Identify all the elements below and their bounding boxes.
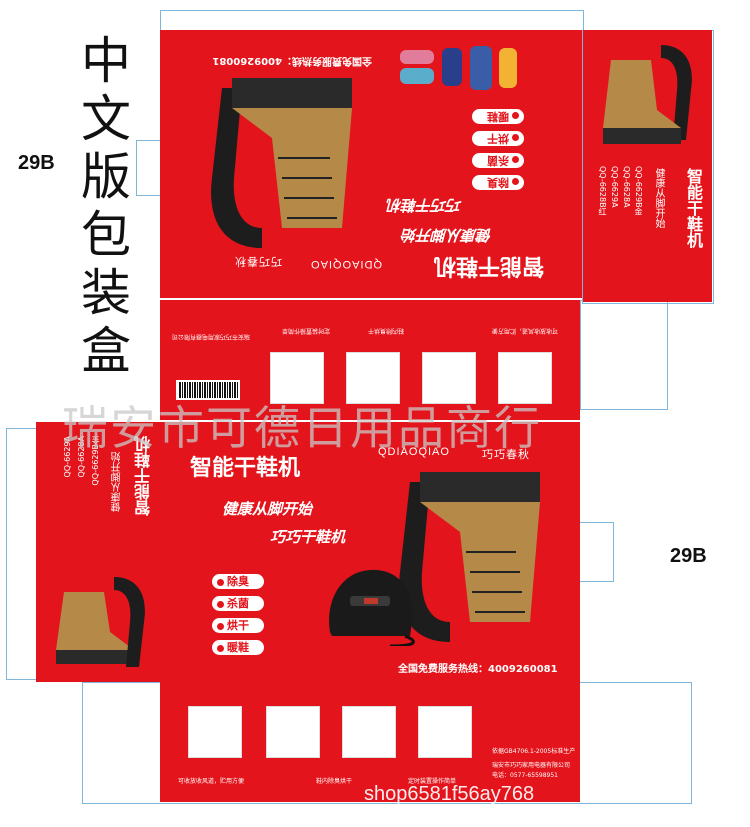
front-product-title: 智能干鞋机 (190, 456, 301, 481)
socks-gloves-illustration (400, 46, 517, 90)
front-hotline: 全国免费服务热线：4009260081 (398, 664, 558, 675)
boot-dryer-thumbnail-icon (603, 45, 692, 144)
right-side-text: 智能干鞋机 健康从脚开始 QQ-6629B金 QQ-6628A QQ-6629A… (589, 160, 709, 300)
feature-dot-icon (512, 156, 519, 164)
front-slogan-1: 健康从脚开始 (222, 500, 313, 518)
front-slogan-2: 巧巧干鞋机 (270, 528, 346, 546)
feature-dot-icon (512, 134, 519, 142)
dieline-left-ext (6, 428, 38, 680)
top-feature-0: 除臭 (472, 175, 524, 190)
bottom-thumb-1 (266, 706, 320, 758)
bottom-thumb-2 (342, 706, 396, 758)
middle-caption-2: 定时装置操作简单 (281, 327, 330, 334)
right-side-model-0: QQ-6629B金 (634, 166, 643, 216)
front-feature-3: 暖鞋 (212, 640, 264, 655)
front-feature-1: 杀菌 (212, 596, 264, 611)
bottom-thumb-0 (188, 706, 242, 758)
bottom-caption-0: 可收放收风道，贮用方便 (178, 778, 245, 785)
feature-dot-icon (217, 644, 224, 652)
top-panel-content: 智能干鞋机 QDIAOQIAO 巧巧春秋 健康从脚开始 巧巧干鞋机 除臭 杀菌 … (160, 30, 582, 298)
middle-company: 瑞安市巧巧家用电器有限公司 (171, 333, 250, 340)
shop-id: shop6581f56ay768 (364, 783, 535, 805)
left-side-slogan: 健康从脚开始 (112, 452, 123, 512)
middle-band: 可收放收风道，贮用方便 鞋内除臭烘干 定时装置操作简单 瑞安市巧巧家用电器有限公… (160, 300, 580, 420)
boot-dryer-illustration (211, 78, 352, 248)
watermark: 瑞安市可德日用品商行 (62, 401, 542, 455)
feature-dot-icon (217, 578, 224, 586)
top-brand: QDIAOQIAO (310, 258, 382, 270)
feature-dot-icon (217, 600, 224, 608)
top-panel: 智能干鞋机 QDIAOQIAO 巧巧春秋 健康从脚开始 巧巧干鞋机 除臭 杀菌 … (160, 30, 582, 298)
top-feature-2: 烘干 (472, 131, 524, 146)
front-brand: QDIAOQIAO (378, 446, 450, 458)
bottom-caption-2: 定时装置操作简单 (408, 778, 457, 785)
bottom-thumb-3 (418, 706, 472, 758)
bottom-panel: 依据GB4706.1-2005标准生产 瑞安市巧巧家用电器有限公司 电话：057… (160, 684, 580, 802)
feature-dot-icon (512, 178, 519, 186)
bottom-phone: 电话：0577-65598951 (492, 772, 558, 779)
right-side-panel: 智能干鞋机 健康从脚开始 QQ-6629B金 QQ-6628A QQ-6629A… (583, 30, 712, 302)
shoe-dryer-product (329, 569, 415, 646)
left-boot-dryer-icon (56, 577, 145, 667)
top-feature-1: 杀菌 (472, 153, 524, 168)
top-feature-3: 暖鞋 (472, 109, 524, 124)
feature-dot-icon (512, 112, 519, 120)
middle-caption-1: 鞋内除臭烘干 (367, 327, 404, 334)
right-side-model-3: QQ-6628B红 (598, 166, 607, 216)
right-side-title: 智能干鞋机 (684, 168, 703, 248)
dimension-label-right: 29B (670, 545, 707, 567)
boot-dryer-illustration (399, 472, 540, 642)
left-side-panel: 智能干鞋机 健康从脚开始 QQ-6629B金 QQ-6628A QQ-6629A (36, 422, 160, 682)
top-slogan-1: 健康从脚开始 (401, 226, 492, 244)
front-feature-2: 烘干 (212, 618, 264, 633)
front-brand-cn: 巧巧春秋 (482, 449, 530, 461)
dieline-top-flap (160, 10, 584, 32)
bottom-standard: 依据GB4706.1-2005标准生产 (492, 748, 576, 755)
annotation-title: 中文版包装盒 (81, 32, 131, 380)
front-panel: 智能干鞋机 QDIAOQIAO 巧巧春秋 健康从脚开始 巧巧干鞋机 除臭 杀菌 … (160, 422, 580, 684)
right-side-model-2: QQ-6629A (610, 166, 619, 208)
right-side-slogan: 健康从脚开始 (653, 168, 664, 228)
right-side-model-1: QQ-6628A (622, 166, 631, 208)
front-feature-0: 除臭 (212, 574, 264, 589)
feature-dot-icon (217, 622, 224, 630)
bottom-company: 瑞安市巧巧家用电器有限公司 (492, 762, 571, 769)
bottom-caption-1: 鞋内除臭烘干 (316, 778, 353, 785)
top-slogan-2: 巧巧干鞋机 (386, 196, 462, 214)
middle-caption-0: 可收放收风道，贮用方便 (491, 327, 558, 334)
top-product-title: 智能干鞋机 (433, 253, 544, 278)
dimension-label-left: 29B (18, 152, 55, 174)
